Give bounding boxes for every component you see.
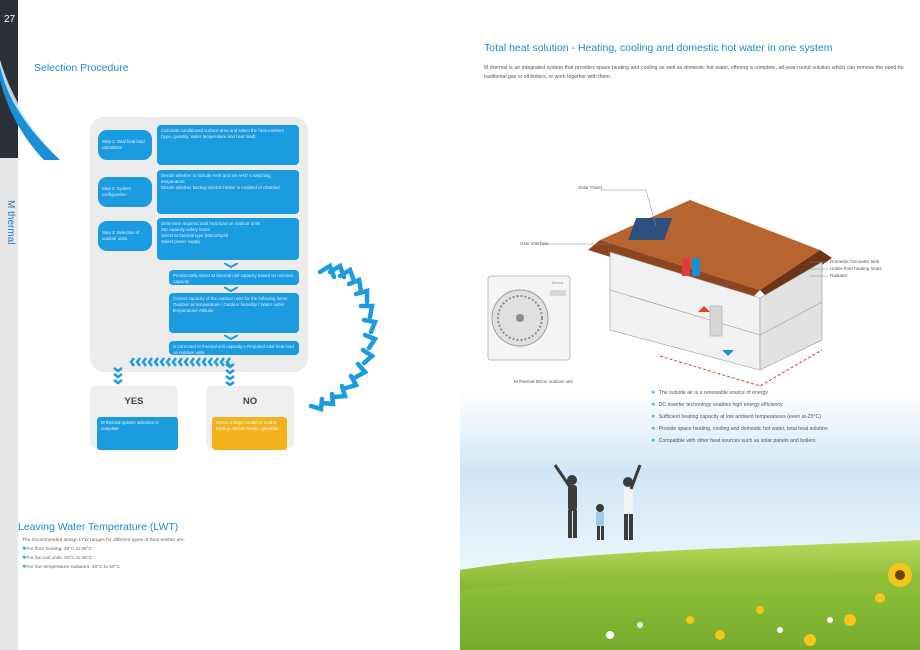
flow-provisional: Provisionally select M thermal unit capa… bbox=[169, 270, 299, 285]
house-illustration bbox=[460, 180, 920, 650]
label-solar-panel: Solar Panel bbox=[578, 185, 602, 190]
return-arrow bbox=[308, 262, 379, 412]
unit-brand-logo: Midea bbox=[552, 280, 563, 285]
label-user-interface: User interface bbox=[520, 241, 549, 246]
label-radiator: Radiator bbox=[830, 273, 848, 278]
yes-result: M thermal system selection is complete bbox=[97, 417, 178, 450]
bullet-icon: ❖ bbox=[651, 390, 656, 396]
feature-bullet: ❖DC inverter technology enables high ene… bbox=[651, 402, 783, 408]
flow-step-1-desc: Calculate conditioned surface area and s… bbox=[157, 125, 299, 165]
label-outdoor-unit: M thermal Mono outdoor unit bbox=[514, 379, 573, 384]
bullet-icon: ❖ bbox=[651, 426, 656, 432]
side-strip-top bbox=[0, 0, 18, 158]
intro-paragraph: M thermal is an integrated system that p… bbox=[484, 65, 904, 81]
lwt-item: ❖For floor heating: 30°C to 35°C bbox=[22, 547, 93, 552]
flow-step-3-desc: Determine required total heat load on ou… bbox=[157, 218, 299, 260]
bullet-icon: ❖ bbox=[651, 414, 656, 420]
lwt-item: ❖For low temperature radiators: 40°C to … bbox=[22, 565, 120, 570]
feature-bullet: ❖Sufficient heating capacity at low ambi… bbox=[651, 414, 821, 420]
branch-arrows bbox=[113, 357, 235, 387]
feature-bullet: ❖The outside air is a renewable source o… bbox=[651, 390, 768, 396]
chevron-down-icon bbox=[224, 263, 238, 268]
bullet-icon: ❖ bbox=[651, 402, 656, 408]
lwt-title: Leaving Water Temperature (LWT) bbox=[18, 521, 179, 533]
no-label: NO bbox=[242, 396, 258, 407]
flow-question: Is corrected M thermal unit capacity ≥ R… bbox=[169, 341, 299, 355]
lwt-item: ❖For fan coil units: 40°C to 45°C bbox=[22, 556, 93, 561]
feature-bullet: ❖Provide space heating, cooling and dome… bbox=[651, 426, 828, 432]
lwt-intro: The recommended design LTW ranges for di… bbox=[22, 538, 185, 543]
feature-bullet: ❖Compatible with other heat sources such… bbox=[651, 438, 816, 444]
right-title: Total heat solution - Heating, cooling a… bbox=[484, 42, 833, 54]
flow-step-3-label: Step 3: Selection of outdoor units bbox=[98, 221, 152, 251]
selection-title: Selection Procedure bbox=[34, 62, 129, 74]
label-floor-loops: Under-floor heating loops bbox=[830, 266, 882, 271]
chevron-down-icon bbox=[224, 335, 238, 340]
flow-step-1-label: Step 1: Total heat load calculation bbox=[98, 130, 152, 160]
yes-label: YES bbox=[124, 396, 144, 407]
flow-step-2-label: Step 2: System configuration bbox=[98, 177, 152, 207]
flow-correct: Correct capacity of the outdoor units fo… bbox=[169, 293, 299, 333]
no-result: Select a larger model or enable backup e… bbox=[212, 417, 287, 450]
page-number: 27 bbox=[4, 14, 16, 25]
chevron-down-icon bbox=[224, 287, 238, 292]
side-title: M thermal bbox=[5, 200, 16, 245]
side-strip bbox=[0, 0, 18, 650]
label-dhw-tank: Domestic hot water tank bbox=[830, 259, 880, 264]
swoosh-graphic bbox=[0, 60, 60, 160]
bullet-icon: ❖ bbox=[651, 438, 656, 444]
flow-step-2-desc: Decide whether to include AHS and set AH… bbox=[157, 170, 299, 214]
